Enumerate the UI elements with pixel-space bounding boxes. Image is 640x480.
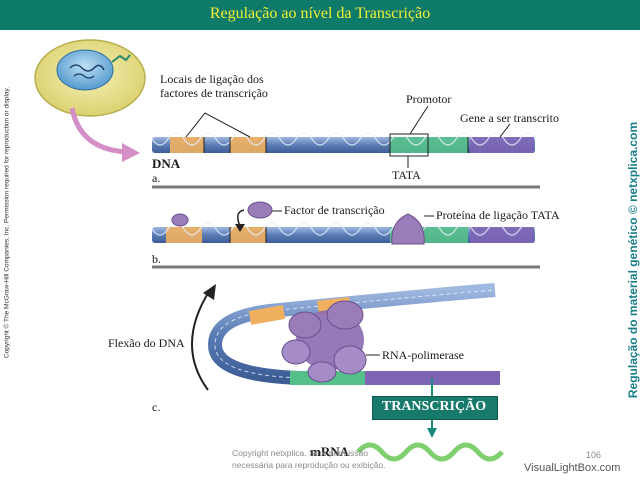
gene-pointer (499, 123, 511, 138)
factor-arrowhead (235, 224, 245, 232)
watermark: VisualLightBox.com (524, 462, 621, 474)
slide-title: Regulação ao nível da Transcrição (209, 5, 431, 22)
factor-curved-arrow (237, 209, 245, 227)
side-credit: Regulação do material genético © netxpli… (626, 121, 640, 399)
transcription-factor-free (247, 201, 273, 219)
mrna-label: mRNA (310, 444, 349, 459)
dna-label: DNA (152, 156, 181, 171)
footer-line-2: necessária para reprodução ou exibição. (232, 460, 386, 470)
panel-b-label: b. (152, 252, 161, 266)
side-copyright: Copyright © The McGraw-Hill Companies, I… (3, 86, 11, 359)
tata-label: TATA (392, 168, 421, 182)
zoom-arrow (69, 107, 129, 155)
transcription-label: TRANSCRIÇÃO (381, 399, 487, 414)
transcription-arrowhead (427, 428, 437, 438)
transcription-diagram (34, 39, 540, 462)
binding-sites-label-2: factores de transcrição (160, 86, 268, 100)
title-bar (0, 0, 640, 30)
promoter-pointer (409, 105, 429, 135)
binding-sites-pointer (185, 112, 251, 138)
gene-label: Gene a ser transcrito (460, 111, 559, 125)
bending-arrow (191, 289, 211, 391)
tata-binding-protein (391, 213, 425, 245)
promoter-label: Promotor (406, 92, 452, 106)
transcription-box (372, 396, 498, 420)
transcription-factor-label: Factor de transcrição (284, 203, 385, 217)
panel-a-label: a. (152, 171, 161, 185)
bending-arrowhead (203, 284, 216, 300)
binding-sites-label: Locais de ligação dos (160, 72, 264, 86)
rna-polymerase-label: RNA-polimerase (382, 348, 464, 362)
rna-polymerase-complex (281, 300, 367, 383)
tata-binding-protein-label: Proteína de ligação TATA (436, 208, 560, 222)
zoom-arrowhead (122, 143, 140, 162)
dna-bending-label: Flexão do DNA (108, 336, 185, 350)
panel-c-label: c. (152, 400, 161, 414)
transcription-factor-small (171, 213, 189, 227)
dna-strand-a (151, 132, 537, 157)
footer-line-1: Copyright netxplica. Sem permissão (232, 448, 369, 458)
mrna-strand (356, 442, 504, 462)
cell-illustration (34, 39, 146, 117)
dna-strand-b (151, 222, 537, 243)
page-number: 106 (586, 450, 602, 460)
footer-copyright: Copyright netxplica. Sem permissão neces… (232, 447, 432, 471)
